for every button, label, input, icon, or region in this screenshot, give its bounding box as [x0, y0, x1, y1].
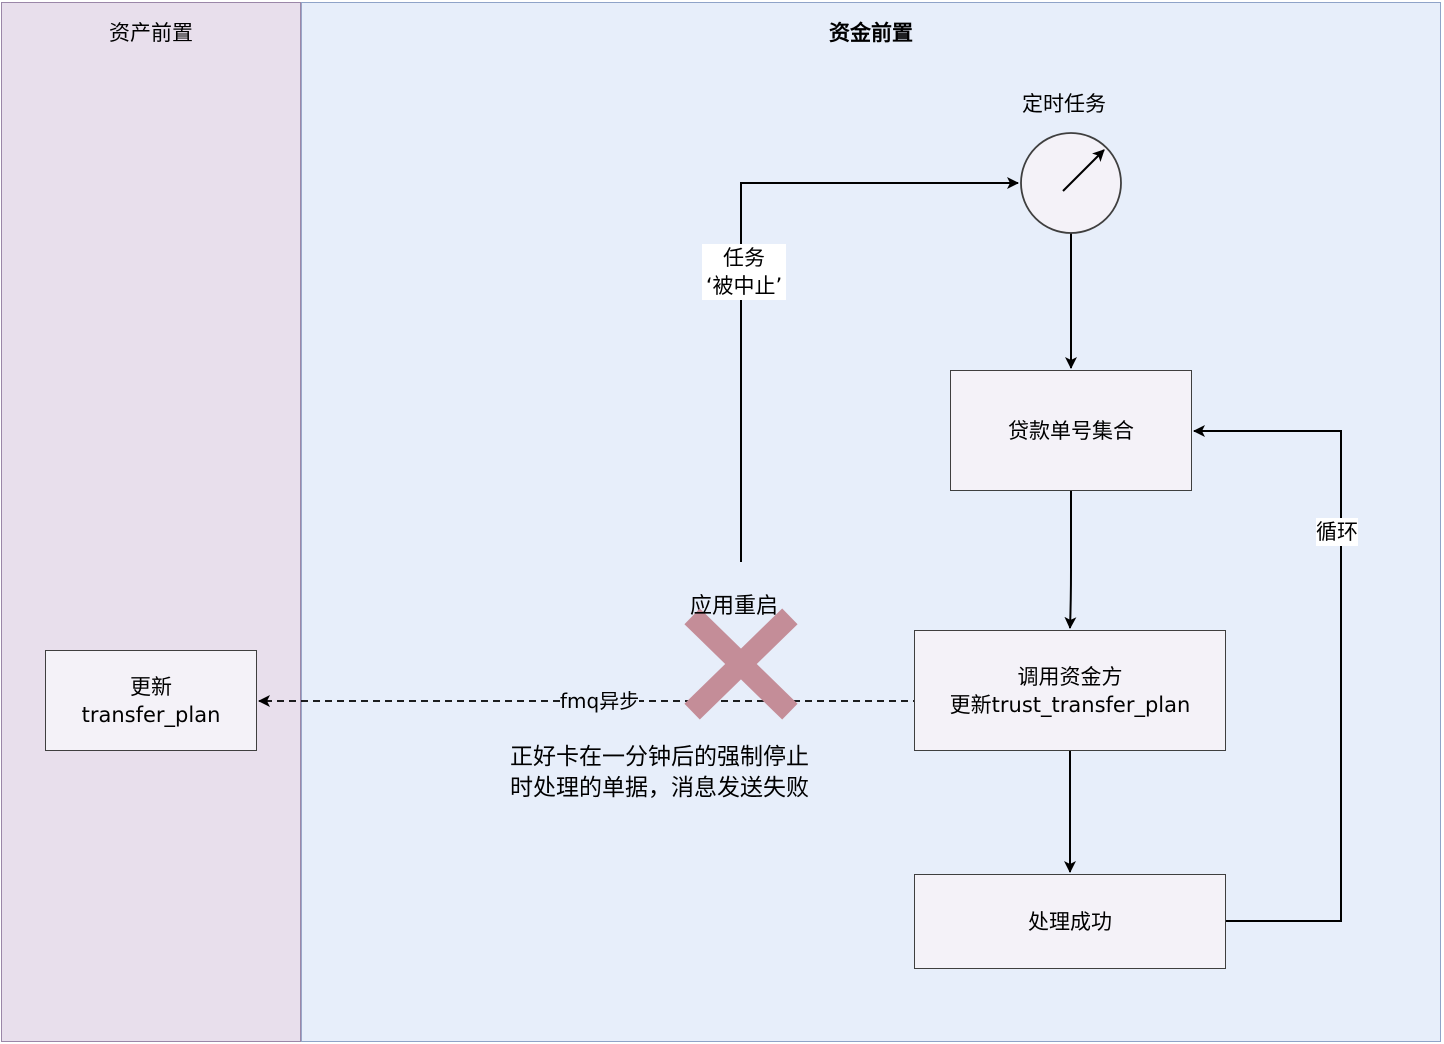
abort-label-line2: ‘被中止’ [705, 274, 783, 298]
abort-edge-label: 任务 ‘被中止’ [702, 244, 786, 300]
process-success-node: 处理成功 [914, 874, 1226, 969]
call-funder-line1: 调用资金方 [1017, 664, 1123, 689]
process-success-label: 处理成功 [1028, 909, 1112, 934]
failure-cross-icon [684, 608, 798, 720]
timer-icon [1020, 132, 1122, 234]
update-transfer-plan-node: 更新 transfer_plan [45, 650, 257, 751]
failure-note-line1: 正好卡在一分钟后的强制停止 [510, 744, 809, 770]
loan-to-call-edge [1064, 491, 1077, 629]
swimlane-fund-front: 资金前置 [301, 2, 1441, 1042]
loop-edge-label: 循环 [1316, 518, 1358, 546]
lane-title-asset: 资产前置 [109, 21, 193, 45]
swimlane-asset-front: 资产前置 [1, 2, 301, 1042]
loan-number-set-label: 贷款单号集合 [1008, 418, 1134, 443]
async-edge-label: fmq异步 [560, 688, 640, 714]
call-funder-node: 调用资金方 更新trust_transfer_plan [914, 630, 1226, 751]
timer-label: 定时任务 [1022, 92, 1106, 116]
abort-edge [740, 177, 1019, 562]
lane-title-fund: 资金前置 [829, 21, 913, 45]
abort-label-line1: 任务 [723, 246, 765, 270]
call-funder-line2: 更新trust_transfer_plan [949, 692, 1191, 717]
loan-number-set-node: 贷款单号集合 [950, 370, 1192, 491]
restart-label: 应用重启 [690, 594, 779, 619]
update-line1: 更新 [130, 674, 172, 699]
loop-edge [1193, 425, 1342, 922]
failure-note: 正好卡在一分钟后的强制停止 时处理的单据，消息发送失败 [510, 742, 809, 804]
update-line2: transfer_plan [81, 702, 221, 727]
failure-note-line2: 时处理的单据，消息发送失败 [510, 775, 809, 801]
